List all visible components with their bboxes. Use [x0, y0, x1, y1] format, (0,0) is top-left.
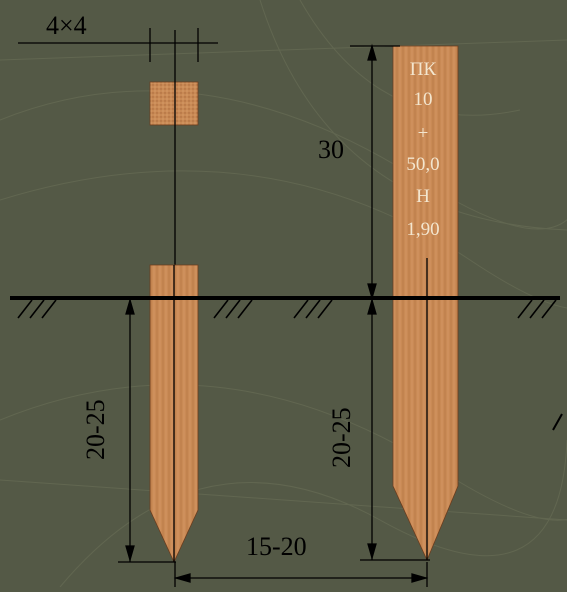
inscription-line: ПК: [410, 59, 437, 80]
section-size-label: 4×4: [46, 11, 87, 40]
right-stake: [392, 45, 459, 561]
depth-label-left: 20-25: [81, 399, 110, 460]
height-label: 30: [318, 135, 344, 164]
stake-inscription: ПК 10 + 50,0 Н 1,90: [406, 59, 439, 240]
inscription-line: 1,90: [406, 219, 439, 240]
left-stake: [149, 264, 199, 563]
height-dimension: [350, 43, 400, 301]
section-dimension: [18, 28, 218, 62]
ground-hatching: [17, 299, 557, 319]
spacing-label: 15-20: [246, 532, 307, 561]
inscription-line: 50,0: [406, 154, 439, 175]
depth-dimension-left: [118, 297, 176, 563]
inscription-line: Н: [416, 186, 430, 207]
depth-label-right: 20-25: [327, 407, 356, 468]
stake-cross-section: [149, 81, 199, 126]
inscription-line: 10: [414, 89, 433, 110]
inscription-line: +: [418, 123, 429, 144]
depth-dimension-right: [360, 297, 430, 561]
spacing-dimension: [173, 562, 429, 587]
edge-mark: [552, 413, 563, 431]
